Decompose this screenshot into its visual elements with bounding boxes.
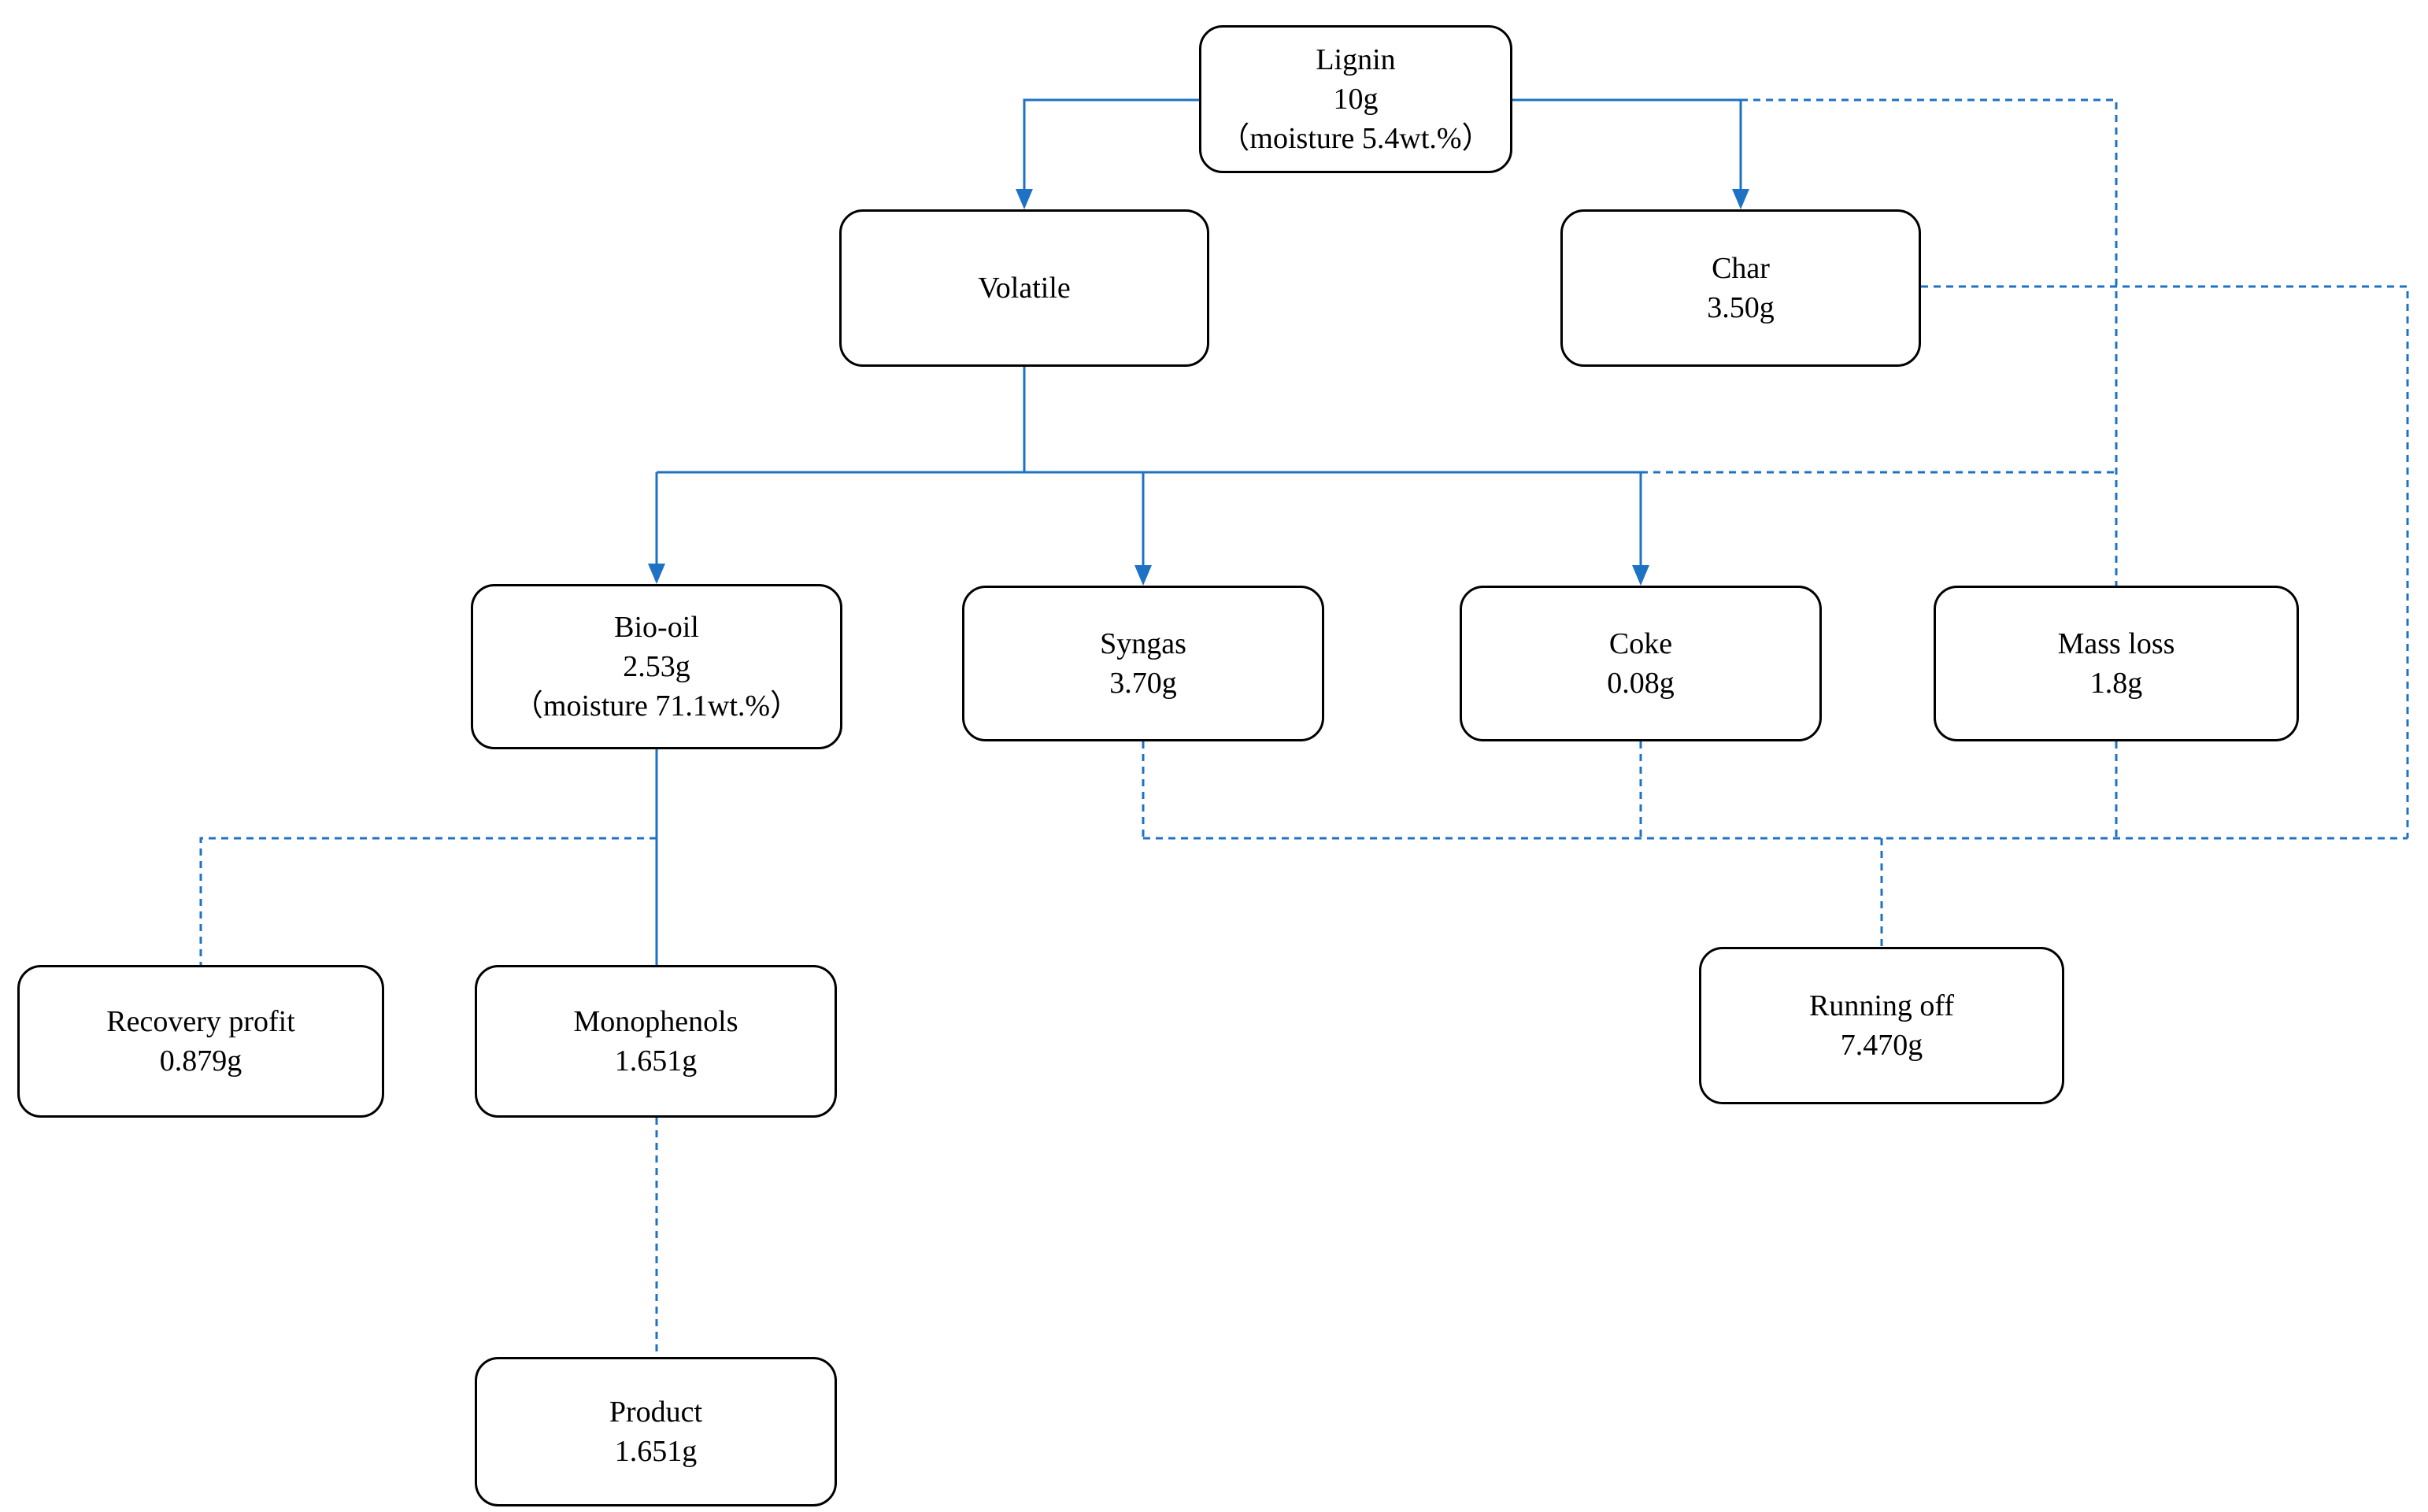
- node-coke-label-line: Coke: [1608, 627, 1673, 660]
- node-monophenols: Monophenols 1.651g: [475, 965, 837, 1118]
- node-coke: Coke 0.08g: [1460, 586, 1822, 741]
- node-recovery-profit: Recovery profit 0.879g: [17, 965, 384, 1118]
- node-monophenols-label-line: Monophenols: [573, 1004, 738, 1038]
- node-lignin-label-line: 10g: [1333, 82, 1379, 116]
- node-syngas-label-line: Syngas: [1100, 627, 1186, 660]
- node-mass-loss: Mass loss 1.8g: [1934, 586, 2299, 741]
- node-product-label-line: 1.651g: [614, 1435, 698, 1468]
- node-mass-loss-label-line: Mass loss: [2057, 627, 2175, 660]
- node-lignin-label-line: Lignin: [1316, 43, 1396, 76]
- node-product-label-line: Product: [609, 1395, 703, 1429]
- edge-bio-oil-to-recovery-dash: [199, 837, 657, 965]
- node-mass-loss-label-line: 1.8g: [2089, 667, 2143, 700]
- node-syngas: Syngas 3.70g: [962, 586, 1324, 741]
- edge-lignin-to-volatile: [1016, 98, 1199, 209]
- node-bio-oil-label-line: Bio-oil: [614, 610, 699, 644]
- edge-char-right-dash: [1921, 285, 2409, 838]
- node-bio-oil: Bio-oil 2.53g （moisture 71.1wt.%）: [471, 584, 842, 749]
- node-char-label-line: 3.50g: [1707, 291, 1775, 324]
- node-bio-oil-label-line: 2.53g: [623, 649, 690, 683]
- node-lignin: Lignin 10g （moisture 5.4wt.%）: [1199, 25, 1512, 173]
- node-running-off-label-line: Running off: [1808, 989, 1955, 1022]
- node-syngas-label-line: 3.70g: [1109, 667, 1177, 700]
- node-running-off: Running off 7.470g: [1699, 947, 2064, 1104]
- edge-lignin-to-char: [1512, 98, 1749, 209]
- edge-lignin-to-mass-loss-dash: [1741, 98, 2118, 586]
- node-recovery-profit-label-line: 0.879g: [159, 1044, 242, 1078]
- node-bio-oil-label-line: （moisture 71.1wt.%）: [513, 689, 801, 723]
- node-product: Product 1.651g: [475, 1357, 837, 1506]
- node-lignin-label-line: （moisture 5.4wt.%）: [1220, 122, 1492, 156]
- node-char: Char 3.50g: [1560, 209, 1921, 367]
- node-recovery-profit-label-line: Recovery profit: [106, 1004, 295, 1038]
- node-volatile: Volatile: [839, 209, 1209, 367]
- node-monophenols-label-line: 1.651g: [614, 1044, 698, 1078]
- node-volatile-label-line: Volatile: [978, 271, 1071, 305]
- node-running-off-label-line: 7.470g: [1840, 1029, 1923, 1062]
- node-coke-label-line: 0.08g: [1607, 667, 1675, 700]
- node-char-label-line: Char: [1712, 251, 1770, 285]
